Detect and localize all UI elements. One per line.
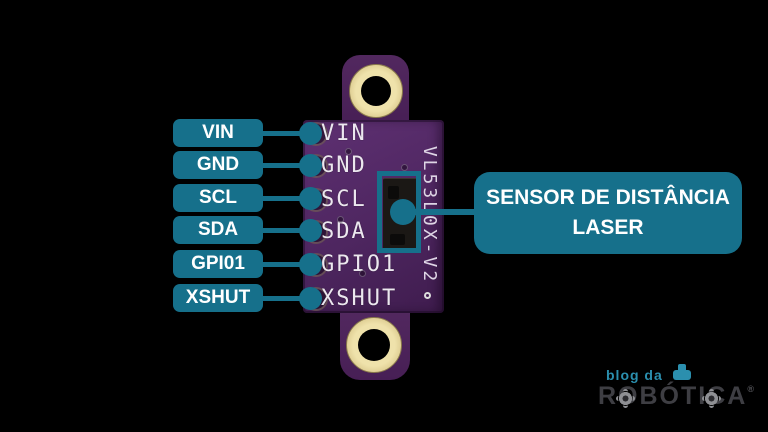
pin-marker-dot [299,218,322,242]
connector-line [263,162,300,168]
callout-line1: SENSOR DE DISTÂNCIA [486,186,730,209]
pin-row-vin: VIN [173,119,322,147]
gear-icon [704,391,719,406]
sensor-connector-line [408,209,475,215]
pin-row-xshut: XSHUT [173,284,322,312]
pcb-board: VIN GND SCL SDA GPIO1 XSHUT VL53L0X-V2 [303,120,444,313]
pin-marker-dot [299,153,322,177]
mounting-hole-bore [361,76,391,106]
mounting-hole-top [349,64,403,118]
pin-row-gpio1: GPI01 [173,250,322,278]
pin-label-scl: SCL [173,184,263,212]
pin-label-gpio1: GPI01 [173,250,263,278]
mounting-hole-bore [358,329,390,361]
pin-label-vin: VIN [173,119,263,147]
pin-marker-dot [299,286,322,310]
pin-row-sda: SDA [173,216,322,244]
sensor-callout: SENSOR DE DISTÂNCIA LASER [474,172,742,254]
blog-da-robotica-logo: blog da ROBÓTICA® [598,362,758,409]
registered-mark: ® [747,384,756,394]
silkscreen-gpio1: GPIO1 [321,252,398,277]
pin-row-gnd: GND [173,151,322,179]
via-dot [401,164,408,171]
via-dot [359,270,366,277]
sensor-marker-dot [390,199,416,225]
robot-icon [671,364,693,382]
pin-label-gnd: GND [173,151,263,179]
logo-tagline: blog da [606,367,663,383]
connector-line [263,227,300,233]
connector-line [263,195,300,201]
via-dot [337,216,344,223]
pin-label-sda: SDA [173,216,263,244]
silkscreen-scl: SCL [321,187,367,212]
connector-line [263,295,300,301]
silkscreen-gnd: GND [321,153,367,178]
pin-marker-dot [299,252,322,276]
pin-marker-dot [299,121,322,145]
pin-row-scl: SCL [173,184,322,212]
sensor-receiver-aperture [390,234,405,245]
logo-tagline-row: blog da [598,362,758,382]
connector-line [263,261,300,267]
logo-brand: ROBÓTICA® [598,383,758,409]
callout-line2: LASER [572,216,644,239]
silkscreen-sda: SDA [321,219,367,244]
pin-marker-dot [299,186,322,210]
connector-line [263,130,300,136]
mounting-hole-bottom [346,317,402,373]
silkscreen-xshut: XSHUT [321,286,398,311]
chip-marking-text: VL53L0X-V2 [419,145,440,285]
via-dot [345,148,352,155]
pin-label-xshut: XSHUT [173,284,263,312]
silkscreen-vin: VIN [321,121,367,146]
sensor-emitter-aperture [388,186,399,199]
silkscreen-index-circle [424,292,431,299]
gear-icon [618,391,633,406]
